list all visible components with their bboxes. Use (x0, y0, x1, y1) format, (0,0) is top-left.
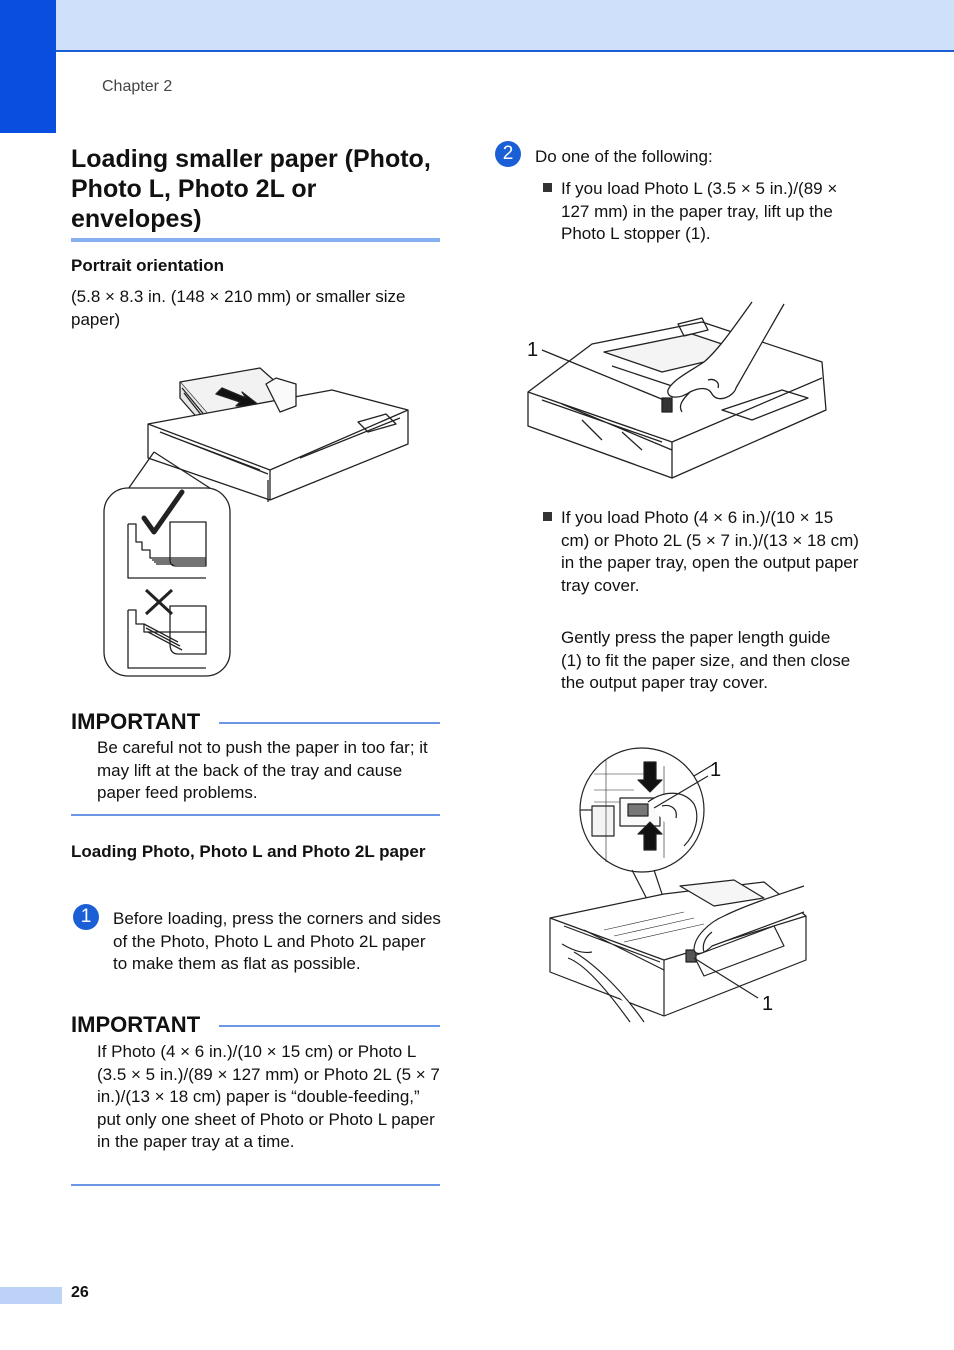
figure-2-callout-top: 1 (710, 759, 721, 781)
page-title: Loading smaller paper (Photo, Photo L, P… (71, 145, 431, 233)
figure-2-callout-bottom: 1 (762, 993, 773, 1015)
paper-tray-illustration (103, 367, 409, 677)
paper-length-guide-illustration: 1 1 (549, 747, 807, 1023)
bullet-1-text: If you load Photo L (3.5 × 5 in.)/(89 × … (561, 179, 838, 243)
portrait-text: (5.8 × 8.3 in. (148 × 210 mm) or smaller… (71, 287, 406, 329)
page-number: 26 (71, 1284, 89, 1301)
page-number-tab (0, 1287, 62, 1304)
bullet-2-marker (543, 512, 552, 521)
step-1-badge: 1 (73, 904, 99, 930)
important-1-text: Be careful not to push the paper in too … (97, 738, 428, 802)
important-1-line (219, 722, 440, 724)
important-2-line (219, 1025, 440, 1027)
photo-paper-heading: Loading Photo, Photo L and Photo 2L pape… (71, 842, 426, 861)
chapter-label: Chapter 2 (102, 78, 173, 95)
bullet-2-text-2: Gently press the paper length guide (1) … (561, 628, 851, 692)
bullet-2-text: If you load Photo (4 × 6 in.)/(10 × 15 c… (561, 508, 859, 595)
header-band (0, 0, 954, 52)
important-2-text: If Photo (4 × 6 in.)/(10 × 15 cm) or Pho… (97, 1042, 440, 1151)
portrait-heading: Portrait orientation (71, 256, 225, 275)
important-1-rule (71, 814, 440, 816)
title-underline (71, 238, 440, 242)
important-2-rule (71, 1184, 440, 1186)
important-1-title: IMPORTANT (71, 709, 201, 734)
step-2-badge: 2 (495, 141, 521, 167)
figure-1-callout: 1 (527, 339, 538, 361)
bullet-1-marker (543, 183, 552, 192)
important-2-title: IMPORTANT (71, 1012, 201, 1037)
step-2-text: Do one of the following: (535, 147, 713, 166)
photo-l-stopper-illustration: 1 (527, 301, 827, 479)
step-1-text: Before loading, press the corners and si… (113, 909, 441, 973)
chapter-tab (0, 0, 56, 133)
